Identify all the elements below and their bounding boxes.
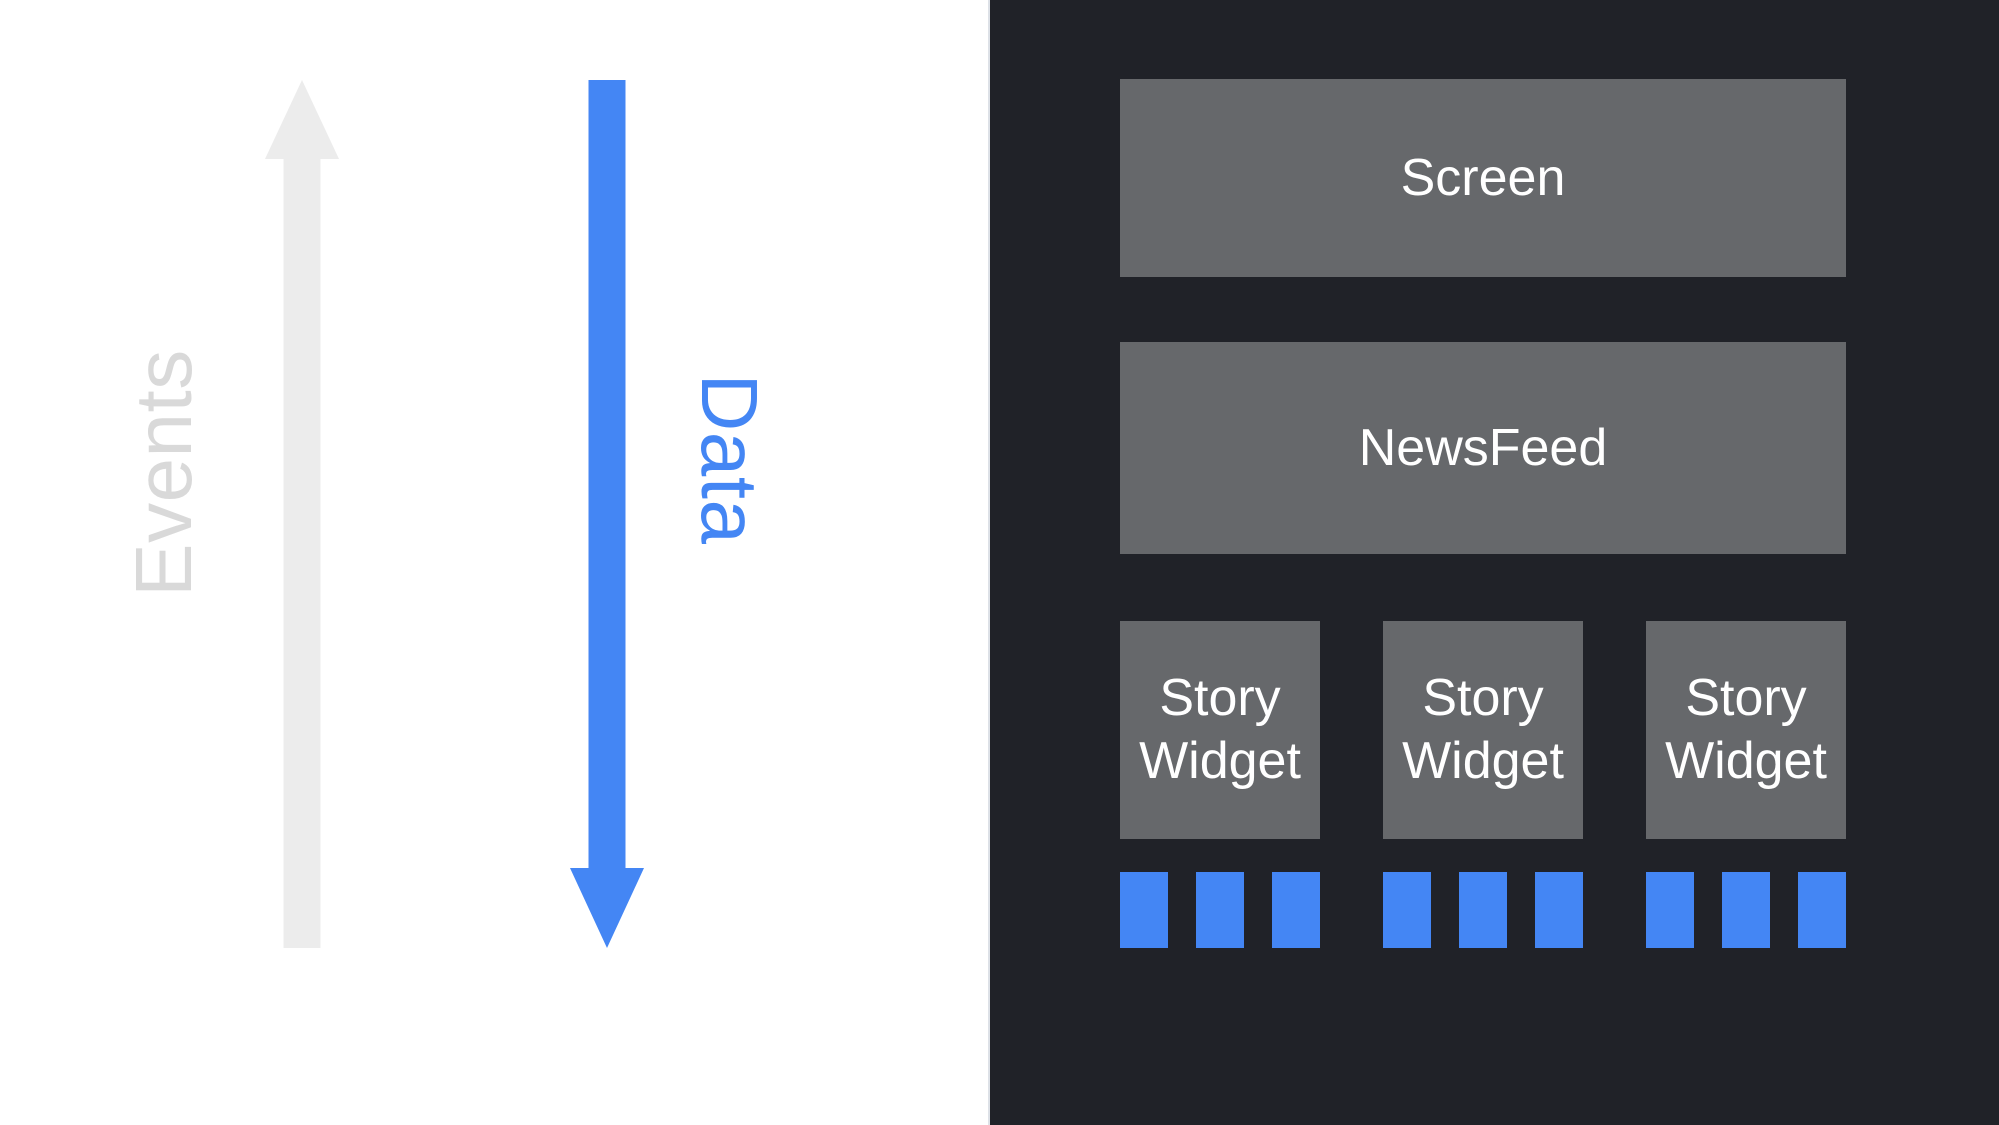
data-chip (1383, 872, 1431, 948)
data-chip (1646, 872, 1694, 948)
data-chips-row (1120, 872, 1846, 948)
data-chip-group-3 (1646, 872, 1846, 948)
story-widget-label: Story Widget (1402, 668, 1564, 790)
screen-box-label: Screen (1400, 149, 1566, 207)
story-widget-box-1: Story Widget (1120, 621, 1320, 839)
data-chip (1459, 872, 1507, 948)
data-down-arrow-icon (570, 80, 644, 948)
story-widget-box-2: Story Widget (1383, 621, 1583, 839)
panel-divider (988, 0, 990, 1125)
data-chip (1722, 872, 1770, 948)
events-data-flow-panel: Events Data (0, 0, 990, 1125)
data-label: Data (685, 373, 774, 545)
events-label: Events (119, 349, 208, 597)
story-widget-row: Story Widget Story Widget Story Widget (1120, 621, 1846, 839)
data-chip (1196, 872, 1244, 948)
screen-box: Screen (1120, 79, 1846, 277)
data-chip (1120, 872, 1168, 948)
data-chip (1798, 872, 1846, 948)
data-chip-group-2 (1383, 872, 1583, 948)
data-chip (1272, 872, 1320, 948)
data-chip (1535, 872, 1583, 948)
story-widget-label: Story Widget (1665, 668, 1827, 790)
newsfeed-box-label: NewsFeed (1358, 419, 1608, 477)
data-chip-group-1 (1120, 872, 1320, 948)
newsfeed-box: NewsFeed (1120, 342, 1846, 554)
events-up-arrow-icon (265, 80, 339, 948)
story-widget-label: Story Widget (1139, 668, 1301, 790)
story-widget-box-3: Story Widget (1646, 621, 1846, 839)
